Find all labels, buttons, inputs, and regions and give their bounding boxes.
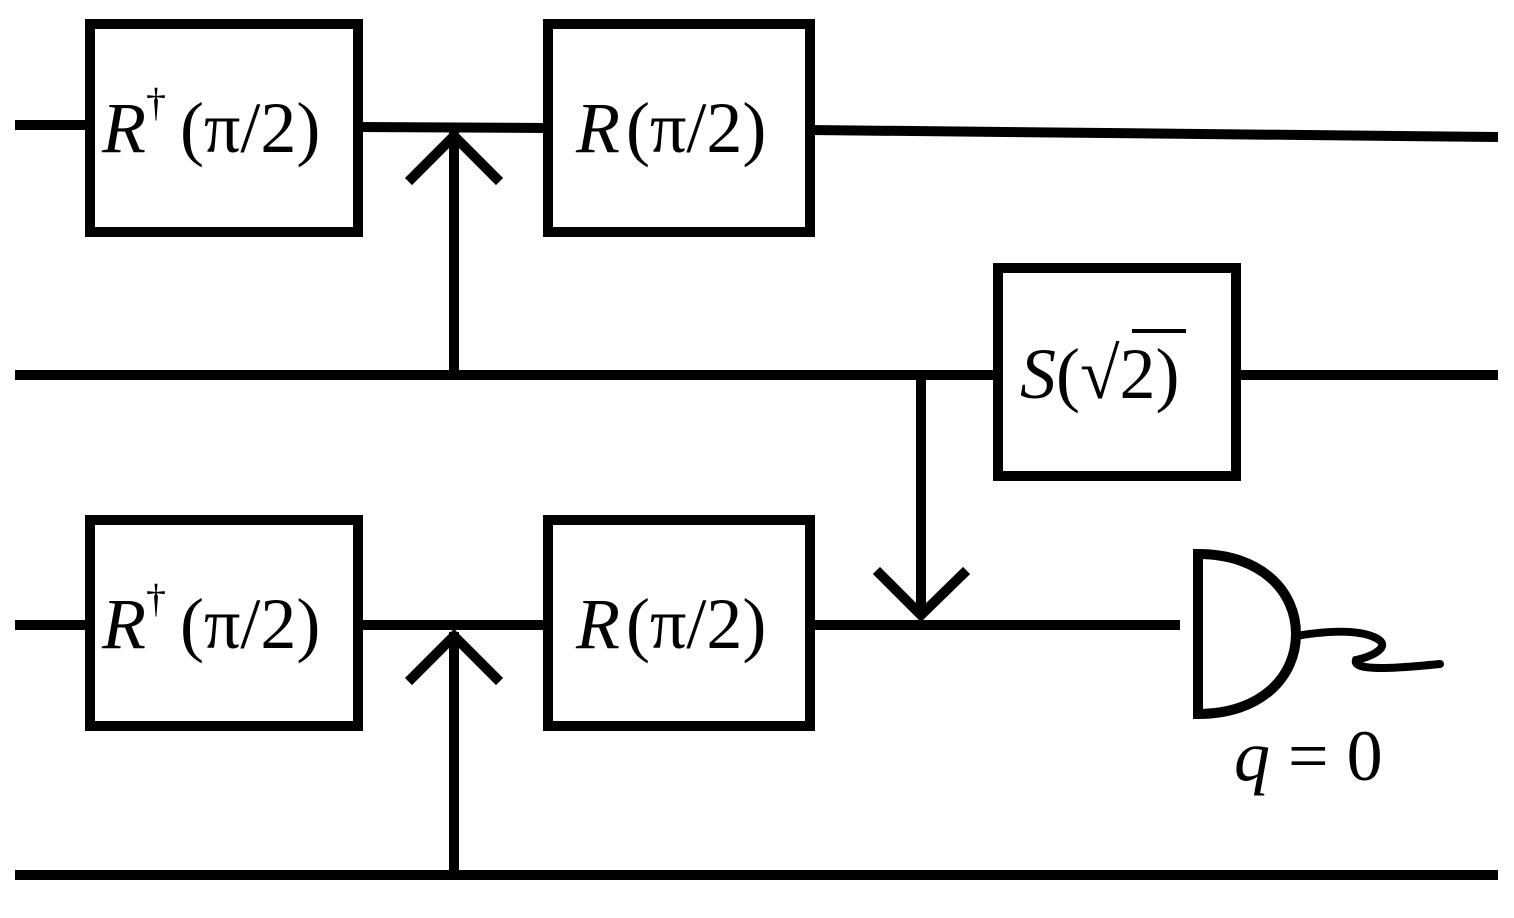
gate-r-dagger-bottom: R†(π/2) — [85, 515, 363, 731]
arrow-up-1 — [404, 128, 504, 186]
gate-r-bottom: R(π/2) — [543, 515, 815, 731]
arrow-down-2 — [872, 566, 971, 623]
gate-label: R(π/2) — [575, 88, 766, 168]
squiggle-wire — [1292, 627, 1444, 672]
measurement-detector: q = 0 — [1193, 548, 1444, 796]
gate-s: S(√2) — [993, 263, 1241, 481]
gate-box — [543, 19, 815, 237]
detector-icon — [1193, 548, 1302, 720]
arrow-up-3 — [404, 628, 504, 686]
gate-box — [543, 515, 815, 731]
gate-box — [85, 515, 363, 731]
wires — [15, 120, 1499, 880]
gate-box — [993, 263, 1241, 481]
gate-r-dagger-top: R†(π/2) — [85, 19, 363, 237]
gate-label: R(π/2) — [575, 584, 766, 664]
wire-1-out — [809, 125, 1499, 142]
measurement-label: q = 0 — [1234, 716, 1383, 796]
gate-r-top: R(π/2) — [543, 19, 815, 237]
gate-label: R†(π/2) — [101, 576, 320, 664]
control-arrows — [404, 128, 971, 875]
gate-label: S(√2) — [1020, 334, 1179, 414]
gate-box — [85, 19, 363, 237]
gate-label: R†(π/2) — [101, 80, 320, 168]
wire-1-mid — [357, 122, 549, 133]
